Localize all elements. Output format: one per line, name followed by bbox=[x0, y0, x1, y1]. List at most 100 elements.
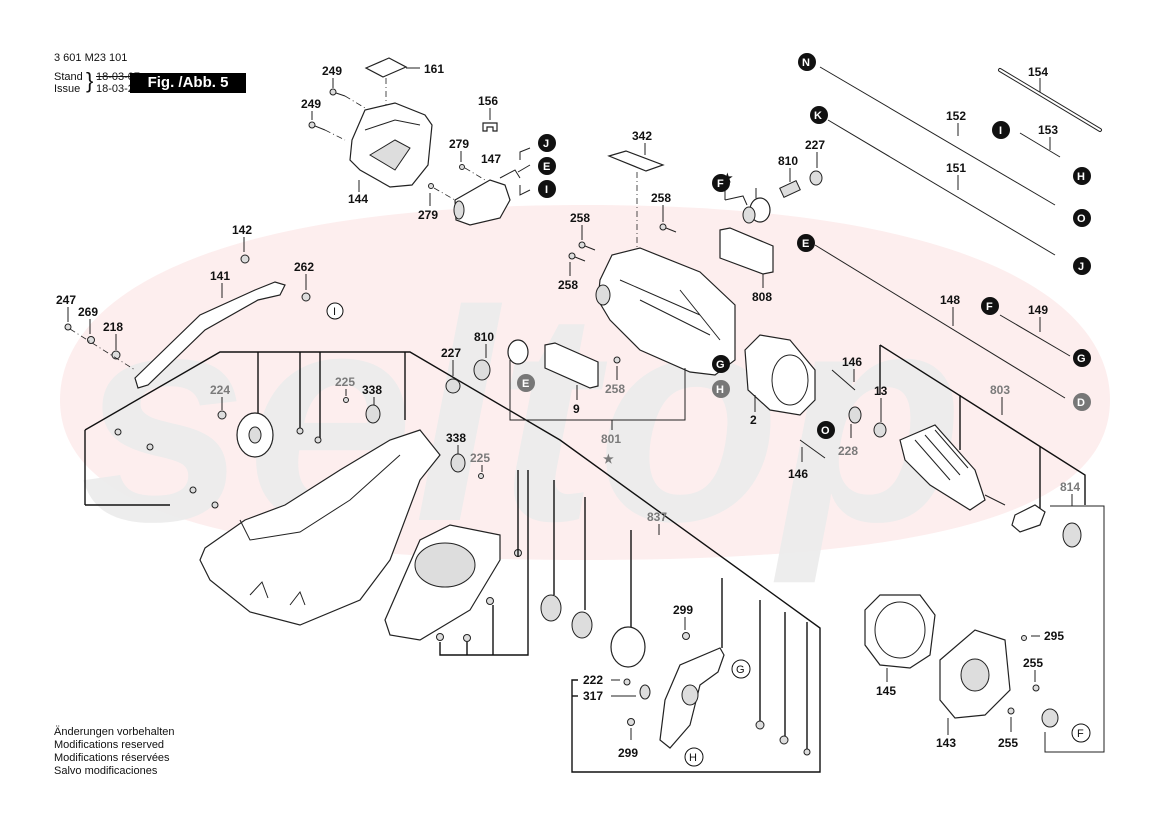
label-295: 295 bbox=[1044, 629, 1064, 643]
screw-279a bbox=[459, 164, 465, 170]
screw-299a bbox=[682, 632, 690, 640]
stand-date: 18-03-07 bbox=[96, 71, 141, 83]
label-153: 153 bbox=[1038, 123, 1058, 137]
ref-marker-F3: F bbox=[1071, 723, 1091, 743]
nut-247 bbox=[64, 323, 72, 331]
label-837: 837 bbox=[647, 510, 667, 524]
ref-marker-G3: G bbox=[731, 659, 751, 679]
label-154: 154 bbox=[1028, 65, 1048, 79]
washer-269 bbox=[87, 336, 95, 344]
label-13: 13 bbox=[874, 384, 888, 398]
ref-marker-H1: H bbox=[1073, 167, 1091, 185]
spacer-317 bbox=[639, 684, 651, 700]
label-801: 801 bbox=[601, 432, 621, 446]
label-338b: 338 bbox=[446, 431, 466, 445]
ref-marker-F2: F bbox=[981, 297, 999, 315]
label-142: 142 bbox=[232, 223, 252, 237]
part-blade-guard bbox=[384, 524, 501, 641]
part-227a-cap bbox=[809, 170, 823, 186]
part-149-wire bbox=[999, 314, 1071, 357]
label-269: 269 bbox=[78, 305, 98, 319]
label-218: 218 bbox=[103, 320, 123, 334]
part-803-armature bbox=[899, 424, 1006, 511]
issue-label: Issue bbox=[54, 83, 81, 95]
nut-225a bbox=[343, 397, 349, 403]
ref-marker-G2: G bbox=[712, 355, 730, 373]
screw-255b bbox=[1007, 707, 1015, 715]
part-808-label bbox=[719, 227, 774, 275]
part-number: 3 601 M23 101 bbox=[54, 52, 128, 64]
stand-label: Stand bbox=[54, 71, 83, 83]
part-147-switch bbox=[453, 169, 521, 226]
note-en: Modifications reserved bbox=[54, 739, 165, 751]
part-342-label bbox=[607, 150, 665, 172]
brace: } bbox=[86, 68, 94, 93]
nut-g bbox=[463, 634, 471, 642]
washer-b bbox=[211, 501, 219, 509]
svg-text:O: O bbox=[821, 425, 830, 437]
washer-262 bbox=[301, 292, 311, 302]
label-227b: 227 bbox=[441, 346, 461, 360]
ref-marker-E2: E bbox=[797, 234, 815, 252]
label-258b: 258 bbox=[570, 211, 590, 225]
label-249b: 249 bbox=[301, 97, 321, 111]
screw-258c bbox=[568, 252, 586, 262]
svg-text:J: J bbox=[1078, 261, 1084, 273]
note-de: Änderungen vorbehalten bbox=[54, 726, 175, 738]
label-224: 224 bbox=[210, 383, 230, 397]
bearing-338a bbox=[365, 404, 381, 424]
label-342: 342 bbox=[632, 129, 652, 143]
ref-marker-F1: F bbox=[712, 174, 730, 192]
ref-marker-I2: I bbox=[992, 121, 1010, 139]
washer-a bbox=[146, 443, 154, 451]
label-299b: 299 bbox=[618, 746, 638, 760]
screw-146b bbox=[799, 439, 826, 459]
screw-a bbox=[114, 428, 122, 436]
part-9-label bbox=[544, 342, 599, 389]
footer-notes: Änderungen vorbehalten Modifications res… bbox=[54, 726, 174, 778]
washer-a2 bbox=[779, 735, 789, 745]
label-148: 148 bbox=[940, 293, 960, 307]
svg-text:G: G bbox=[716, 359, 725, 371]
nut-f bbox=[436, 633, 444, 641]
label-149: 149 bbox=[1028, 303, 1048, 317]
label-255b: 255 bbox=[998, 736, 1018, 750]
svg-text:F: F bbox=[986, 301, 993, 313]
ref-marker-J1: J bbox=[538, 134, 556, 152]
nut-225b bbox=[478, 473, 484, 479]
svg-text:N: N bbox=[802, 57, 810, 69]
svg-text:F: F bbox=[717, 178, 724, 190]
svg-text:H: H bbox=[1077, 171, 1085, 183]
label-227a: 227 bbox=[805, 138, 825, 152]
part-151-wire bbox=[827, 119, 1056, 256]
part-144-motor-cover bbox=[349, 102, 433, 188]
ref-marker-O1: O bbox=[1073, 209, 1091, 227]
label-146a: 146 bbox=[842, 355, 862, 369]
part-washer-disk bbox=[610, 626, 646, 668]
label-9: 9 bbox=[573, 402, 580, 416]
label-808: 808 bbox=[752, 290, 772, 304]
ref-marker-K: K bbox=[810, 106, 828, 124]
part-810a-brush bbox=[779, 180, 801, 198]
nut-b bbox=[803, 748, 811, 756]
ref-marker-I3: I bbox=[326, 302, 344, 320]
label-225b: 225 bbox=[470, 451, 490, 465]
svg-text:E: E bbox=[802, 238, 809, 250]
part-brush-holder bbox=[507, 339, 529, 365]
screw-258d bbox=[613, 356, 621, 364]
label-279b: 279 bbox=[418, 208, 438, 222]
label-156: 156 bbox=[478, 94, 498, 108]
label-255a: 255 bbox=[1023, 656, 1043, 670]
part-810b-brush bbox=[473, 359, 491, 381]
part-bushing bbox=[1041, 708, 1059, 728]
label-338a: 338 bbox=[362, 383, 382, 397]
label-299a: 299 bbox=[673, 603, 693, 617]
part-814-bearing bbox=[1062, 522, 1082, 548]
washer-c bbox=[314, 436, 322, 444]
label-141: 141 bbox=[210, 269, 230, 283]
screw-142 bbox=[240, 254, 250, 264]
note-fr: Modifications réservées bbox=[54, 752, 170, 764]
svg-text:E: E bbox=[543, 161, 550, 173]
part-143-end-housing bbox=[939, 629, 1011, 719]
svg-text:H: H bbox=[716, 384, 724, 396]
